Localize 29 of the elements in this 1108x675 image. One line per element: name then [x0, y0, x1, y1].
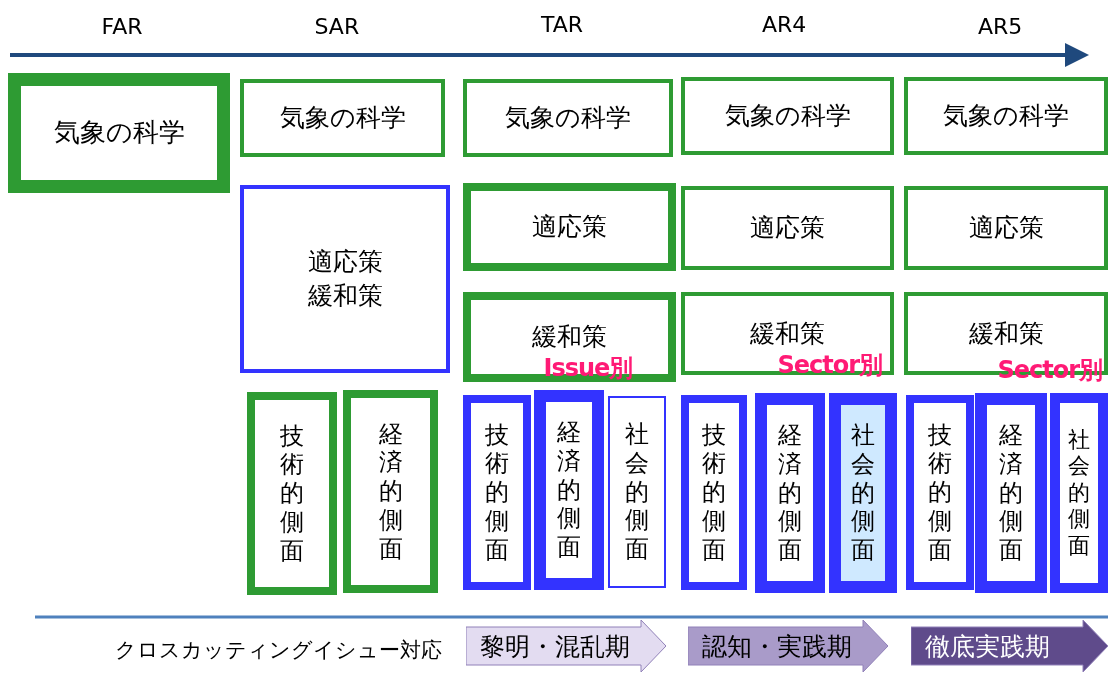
- row-label: クロスカッティングイシュー対応: [114, 637, 442, 664]
- aspect-box: 経済的側面: [534, 390, 604, 590]
- period-label: AR4: [762, 12, 807, 37]
- topic-box: 気象の科学: [904, 77, 1108, 155]
- aspect-box: 技術的側面: [247, 392, 337, 595]
- topic-box: 気象の科学: [463, 79, 673, 157]
- period-label: SAR: [314, 14, 360, 39]
- period-label: AR5: [978, 14, 1023, 39]
- aspect-box: 経済的側面: [755, 393, 825, 593]
- topic-box: 適応策: [463, 183, 676, 271]
- aspect-box: 技術的側面: [681, 395, 747, 590]
- topic-box: 適応策: [904, 186, 1108, 270]
- period-label: FAR: [101, 14, 143, 39]
- aspect-box: 社会的側面: [829, 393, 897, 593]
- topic-box: 気象の科学: [681, 77, 894, 155]
- phase-banner: 黎明・混乱期: [466, 620, 666, 672]
- aspect-box: 技術的側面: [906, 395, 974, 590]
- period-label: TAR: [541, 12, 584, 37]
- topic-box: 気象の科学: [8, 73, 230, 193]
- topic-box: 気象の科学: [240, 79, 445, 157]
- aspect-box: 経済的側面: [975, 393, 1047, 593]
- phase-banner: 認知・実践期: [688, 620, 888, 672]
- phase-banner: 徹底実践期: [911, 620, 1108, 672]
- aspect-box: 技術的側面: [463, 395, 531, 590]
- aspect-box: 社会的側面: [1050, 393, 1108, 593]
- aspect-box: 経済的側面: [343, 390, 438, 593]
- topic-box: 適応策 緩和策: [240, 185, 450, 373]
- topic-box: 適応策: [681, 186, 894, 270]
- aspect-box: 社会的側面: [608, 396, 666, 588]
